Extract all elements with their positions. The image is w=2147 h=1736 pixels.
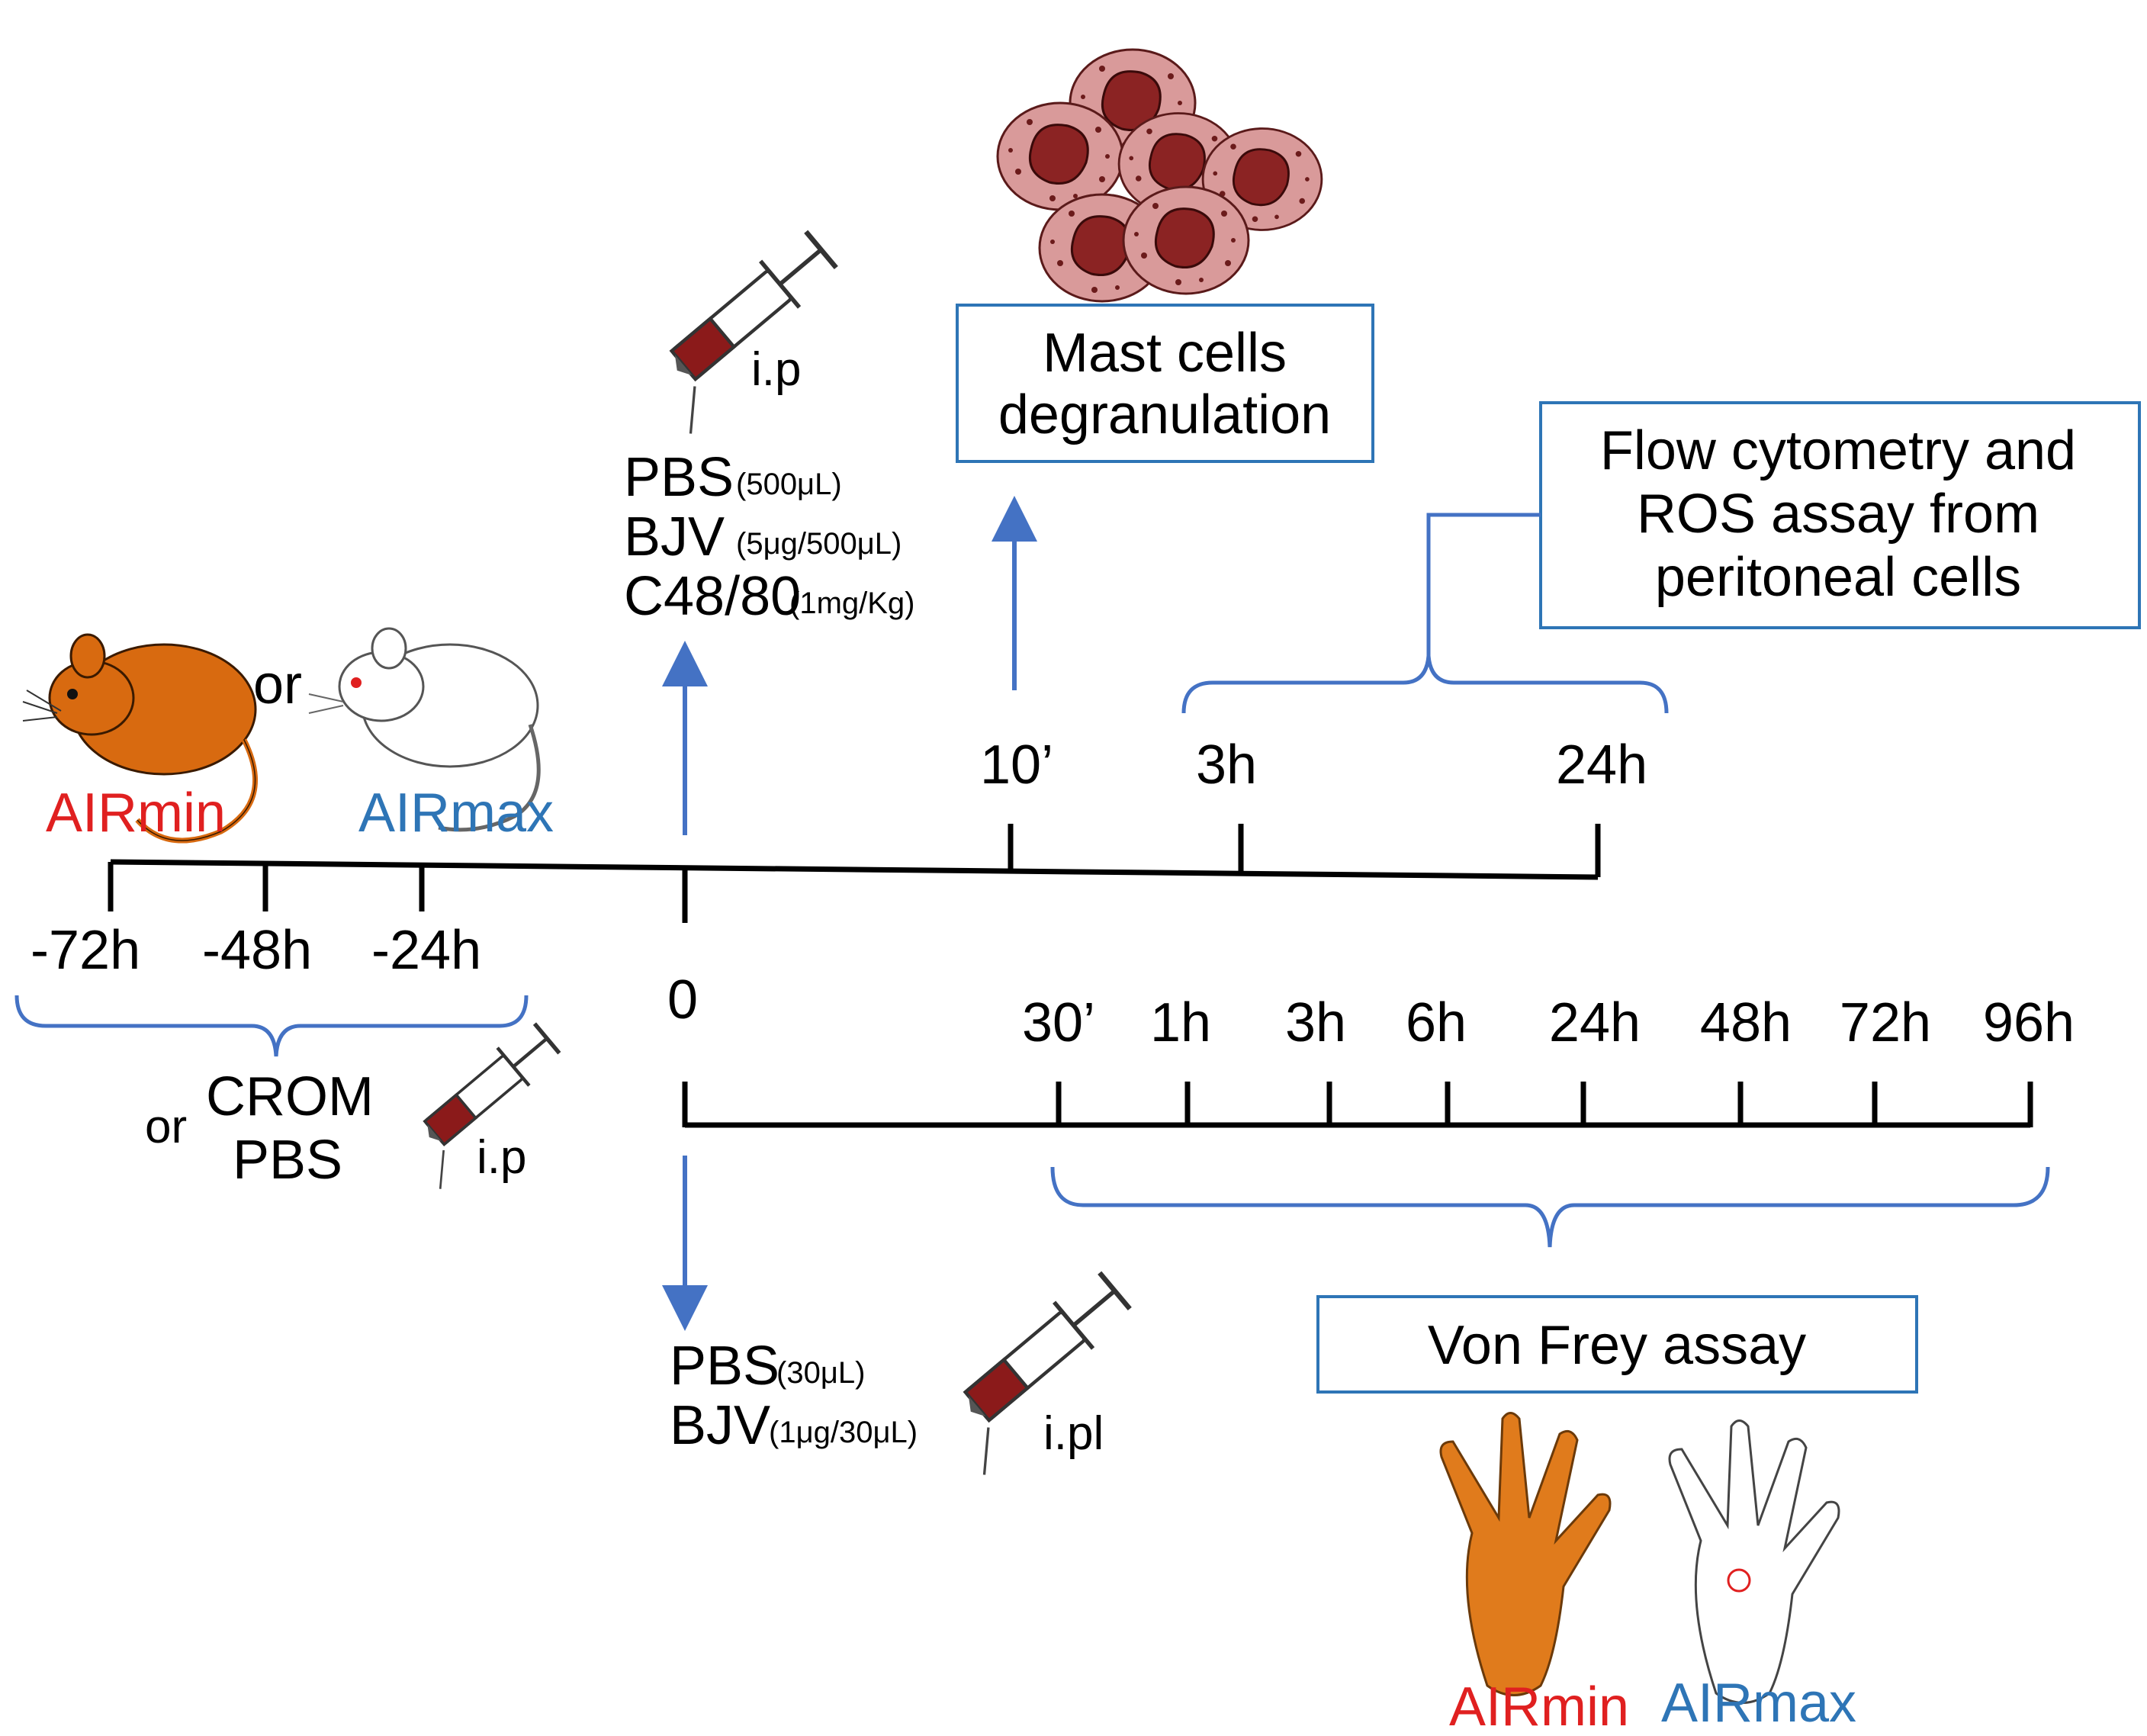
treatment-dose: (30μL) [776,1356,865,1390]
white-paw-icon [1668,1419,1840,1704]
white-mouse-icon [308,627,541,832]
syringe-icon [635,227,858,433]
treatment-name: C48/80 [624,566,801,627]
time-label: 24h [1556,735,1647,796]
pretreatment-control: PBS [233,1130,342,1191]
ip-route: i.p [751,343,801,396]
time-label: 72h [1840,992,1931,1053]
time-label: 96h [1983,992,2075,1053]
treatment-dose: (500μL) [736,468,842,501]
time-label: 30’ [1022,992,1095,1053]
treatment-dose: (5μg/500μL) [736,527,902,561]
treatment-name: BJV [624,506,725,567]
airmax-label: AIRmax [358,783,554,844]
pretreatment-or: or [145,1101,187,1153]
treatment-name: BJV [670,1395,770,1456]
time-label: 48h [1700,992,1792,1053]
mast-cell-icon [996,48,1323,303]
time-label: -72h [31,920,140,981]
syringe-icon [928,1268,1152,1474]
flow-cytometry-box [1539,401,2141,629]
upper-brace [1181,655,1669,714]
paw-airmax-label: AIRmax [1661,1673,1856,1734]
flow-box-line3: peritoneal cells [1655,547,2021,608]
flow-box-line2: ROS assay from [1637,484,2039,545]
time-label: 24h [1549,992,1641,1053]
treatment-dose: (1mg/Kg) [789,587,915,620]
orange-mouse-icon [22,633,258,844]
orange-paw-icon [1439,1412,1612,1696]
treatment-dose: (1μg/30μL) [769,1416,918,1449]
mast-cells-line2: degranulation [998,384,1331,445]
time-label: 1h [1150,992,1211,1053]
time-label: -48h [202,920,312,981]
time-label: 3h [1285,992,1346,1053]
time-label: -24h [371,920,481,981]
treatment-name: PBS [670,1336,779,1397]
pretreatment-drug: CROM [206,1066,374,1127]
ipl-route: i.pl [1043,1407,1104,1460]
lower-brace [1050,1166,2050,1248]
flow-box-line1: Flow cytometry and [1600,420,2076,481]
paw-airmin-label: AIRmin [1449,1677,1629,1736]
strain-connector: or [253,654,302,715]
pretreatment-route: i.p [477,1131,526,1184]
time-label: 6h [1406,992,1467,1053]
mast-cells-line1: Mast cells [1043,323,1287,384]
von-frey-box [1316,1295,1918,1394]
airmin-label: AIRmin [46,783,226,844]
treatment-name: PBS [624,447,734,508]
time-zero-label: 0 [667,969,698,1030]
von-frey-label: Von Frey assay [1428,1315,1806,1376]
upper-timeline-axis [110,859,1599,880]
time-label: 3h [1196,735,1257,796]
brace-connector [1426,513,1541,656]
pretreatment-brace [14,995,529,1057]
mast-cells-box [956,304,1374,463]
time-label: 10’ [980,735,1053,796]
